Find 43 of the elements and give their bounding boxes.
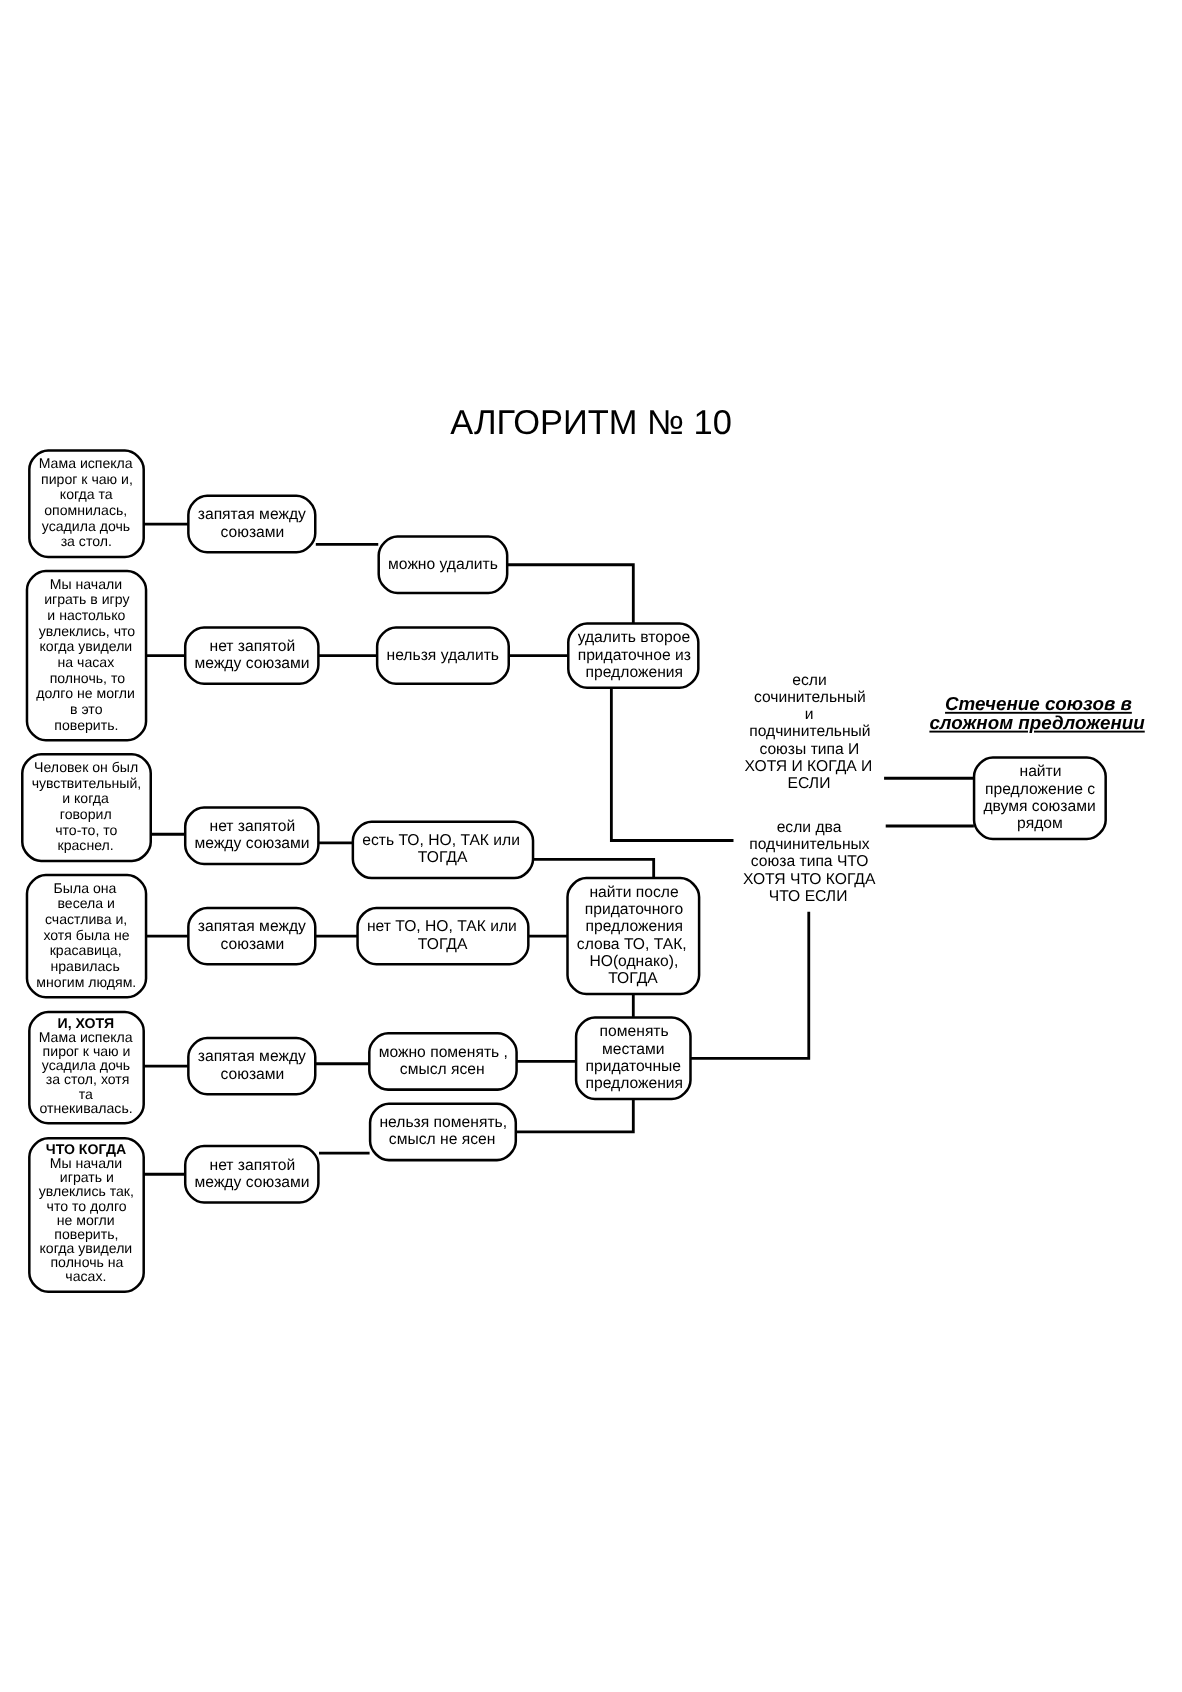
connector [690, 911, 811, 1060]
connector [884, 776, 974, 780]
connector [143, 1172, 186, 1176]
node-box: поменять местами придаточные предложения [574, 1016, 692, 1101]
node-text: если сочинительный и подчинительный союзы типа И ХОТЯ И КОГДА И ЕСЛИ [744, 670, 873, 793]
connector [631, 994, 635, 1017]
connector [318, 654, 377, 658]
connector [146, 934, 188, 938]
node-box: удалить второе придаточное из предложения [567, 622, 700, 689]
node-box: запятая между союзами [187, 494, 317, 554]
diagram-title: АЛГОРИТМ № 10 [450, 402, 732, 443]
connector [150, 832, 186, 836]
connector [533, 857, 656, 878]
node-box: запятая между союзами [187, 906, 317, 966]
connector [885, 824, 974, 828]
node-box: нет запятой между союзами [183, 806, 320, 866]
node-box: нельзя поменять, смысл не ясен [368, 1102, 518, 1162]
connector [509, 654, 568, 658]
node-text: если два подчинительных союза типа ЧТО ХОТЯ ЧТО КОГДА ЧТО ЕСЛИ [742, 817, 876, 905]
connector [318, 841, 353, 845]
node-box: найти после придаточного предложения слова ТО, ТАК, НО(однако), ТОГДА [566, 876, 701, 996]
connector [315, 543, 379, 546]
connector [315, 1062, 370, 1066]
node-box: нет запятой между союзами [183, 626, 320, 686]
connector [315, 934, 358, 938]
node-box: найти предложение с двумя союзами рядом [972, 756, 1107, 841]
node-box: запятая между союзами [187, 1036, 317, 1096]
node-box: нет ТО, НО, ТАК или ТОГДА [356, 906, 530, 966]
node-box: есть ТО, НО, ТАК или ТОГДА [351, 820, 535, 880]
node-box: нельзя удалить [375, 626, 510, 686]
connector [143, 522, 188, 526]
connector [143, 1064, 188, 1068]
connector [319, 1151, 370, 1155]
connector [507, 563, 635, 624]
node-box: можно поменять , смысл ясен [368, 1031, 518, 1091]
connector [528, 934, 568, 938]
connector [609, 687, 734, 842]
node-box: можно удалить [377, 535, 509, 595]
connector [146, 654, 186, 658]
label: Стечение союзов в сложном предложении [929, 691, 1145, 733]
connector [516, 1099, 635, 1134]
node-box: нет запятой между союзами [183, 1144, 320, 1204]
connector [516, 1060, 576, 1063]
